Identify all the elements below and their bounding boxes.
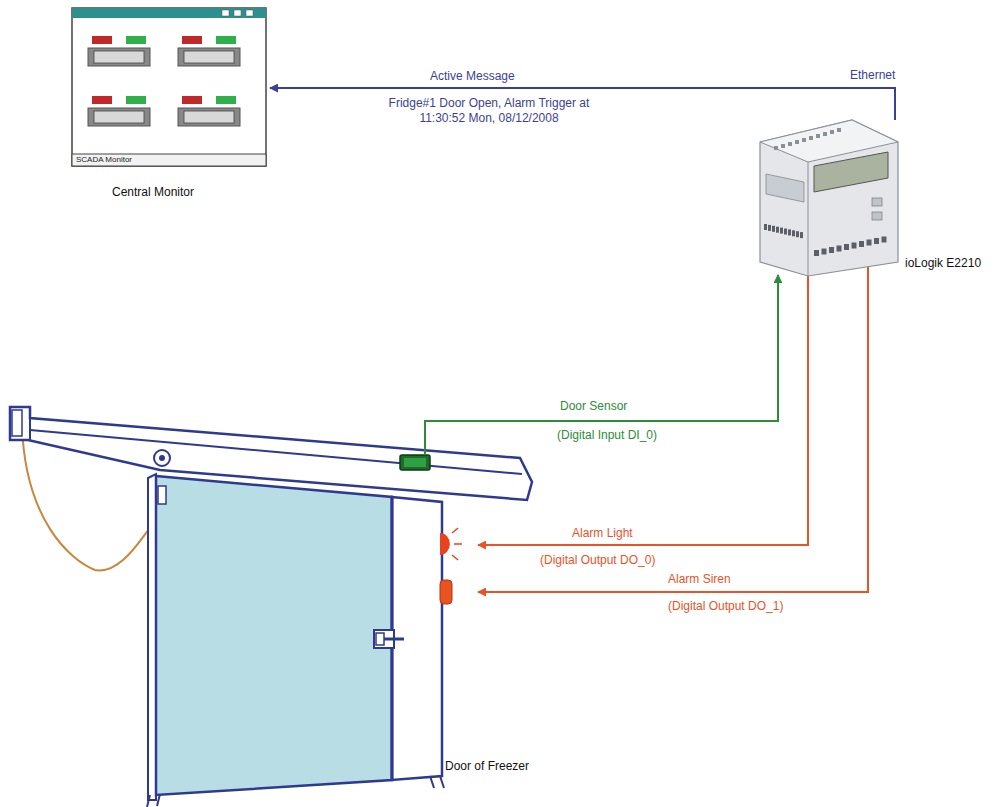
signal-connector <box>425 275 778 455</box>
node-caption: ioLogik E2210 <box>905 256 981 271</box>
signal-connector <box>478 275 808 545</box>
connector-label: Alarm Siren <box>668 572 731 587</box>
connector-label: Alarm Light <box>572 526 633 541</box>
monitor-window <box>70 6 270 202</box>
window-status-text: SCADA Monitor <box>76 154 132 165</box>
io-module: ioLogik E2210 <box>752 112 988 280</box>
freezer-door: Door of Freezer <box>8 455 478 800</box>
signal-label: (Digital Output DO_0) <box>540 553 655 568</box>
node-caption: Central Monitor <box>112 185 194 200</box>
node-caption: Door of Freezer <box>445 759 529 774</box>
signal-label: Ethernet <box>850 68 895 83</box>
iologik-device <box>752 112 902 280</box>
signal-label: (Digital Input DI_0) <box>557 428 657 443</box>
signal-label: (Digital Output DO_1) <box>668 599 783 614</box>
connector-label: Door Sensor <box>560 399 627 414</box>
signal-connector <box>478 258 868 592</box>
signal-label: Fridge#1 Door Open, Alarm Trigger at 11:… <box>376 96 602 126</box>
central-monitor: SCADA MonitorCentral Monitor <box>70 6 270 202</box>
connector-label: Active Message <box>430 69 515 84</box>
